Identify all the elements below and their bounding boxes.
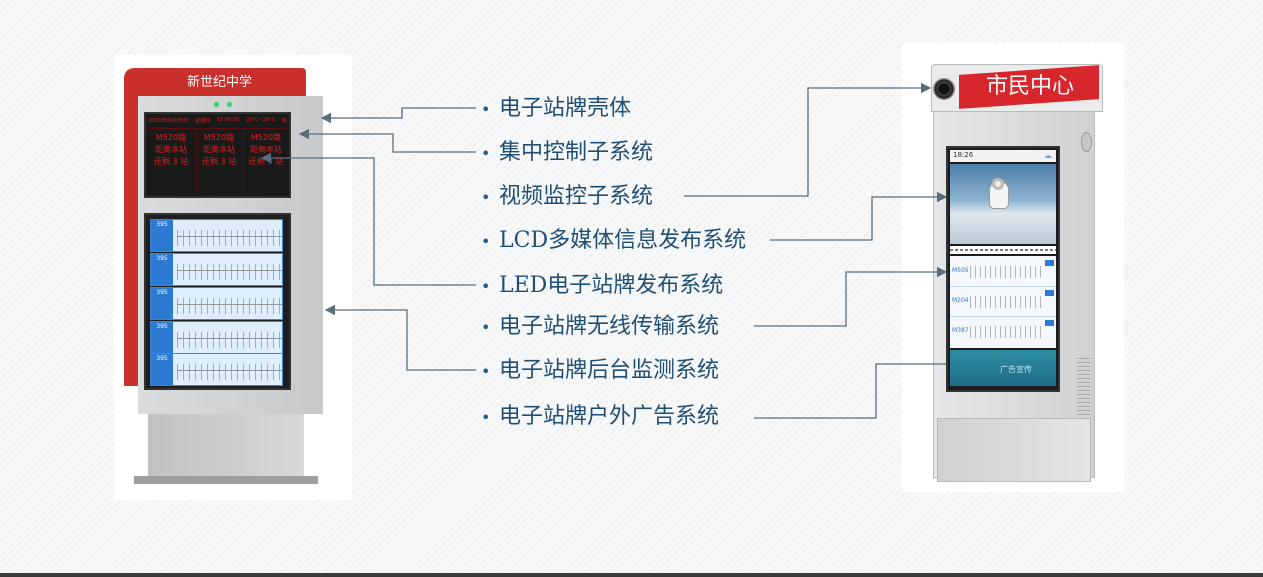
led-time: 15:06:55 — [217, 117, 240, 123]
route-number: 395 — [151, 288, 173, 319]
camera-icon — [933, 78, 955, 100]
route-stops-diagram — [177, 332, 282, 348]
route-stops-diagram — [970, 326, 1044, 338]
route-row: M387 — [950, 318, 1056, 346]
label-text: 集中控制子系统 — [499, 140, 654, 165]
route-badge — [1045, 260, 1054, 266]
lcd-media-display: 18:26 ☁ M505 M204 M387 — [946, 146, 1060, 392]
route-row: 395 — [150, 219, 283, 252]
label-text: 电子站牌户外广告系统 — [499, 404, 720, 429]
route-number: 395 — [151, 322, 173, 353]
led-header-row: 2019年09月05日 星期四 15:06:55 20°C~28°C 晴 — [148, 117, 287, 127]
led-line2: 距离本站 — [250, 145, 282, 154]
led-line2: 距离本站 — [203, 145, 235, 154]
led-route: M520路 — [203, 133, 235, 142]
led-column-3: M520路 距离本站 还剩 3 站 — [243, 132, 288, 192]
bullet-icon: • — [481, 408, 491, 427]
news-ticker — [950, 246, 1056, 254]
label-text: LCD多媒体信息发布系统 — [499, 228, 747, 253]
label-led: • LED电子站牌发布系统 — [481, 274, 723, 299]
bullet-icon: • — [481, 232, 491, 251]
label-text: 电子站牌无线传输系统 — [499, 314, 720, 339]
indicator-light-2 — [227, 102, 232, 107]
video-area — [950, 164, 1056, 244]
route-stops-diagram — [177, 364, 282, 380]
label-control: • 集中控制子系统 — [481, 141, 653, 166]
route-stops-diagram — [177, 298, 282, 314]
header-text: 市民中心 — [985, 74, 1074, 99]
route-badge — [1045, 290, 1054, 296]
route-stops-diagram — [177, 230, 282, 246]
cloud-icon: ☁ — [1044, 151, 1052, 160]
led-route: M520路 — [250, 133, 282, 142]
label-text: 电子站牌后台监测系统 — [499, 358, 720, 383]
led-weather: 晴 — [281, 118, 287, 124]
label-video: • 视频监控子系统 — [481, 185, 653, 210]
led-line3: 还剩 3 站 — [201, 157, 237, 166]
label-ad: • 电子站牌户外广告系统 — [481, 405, 719, 430]
sign-stand — [937, 418, 1091, 482]
led-date: 2019年09月05日 — [148, 118, 189, 124]
bullet-icon: • — [481, 277, 491, 296]
route-row: M204 — [950, 288, 1056, 317]
led-weekday: 星期四 — [195, 118, 211, 124]
route-row: 395 — [150, 353, 283, 386]
side-indicator — [1081, 132, 1092, 152]
bullet-icon: • — [481, 100, 491, 119]
label-text: 视频监控子系统 — [499, 184, 654, 209]
led-display: 2019年09月05日 星期四 15:06:55 20°C~28°C 晴 M52… — [144, 112, 291, 198]
route-badge — [1045, 320, 1054, 326]
indicator-light-1 — [214, 102, 219, 107]
route-stops-diagram — [970, 266, 1044, 278]
label-shell: • 电子站牌壳体 — [481, 97, 631, 122]
route-stops-diagram — [970, 296, 1044, 308]
led-divider — [148, 128, 287, 129]
led-column-1: M520路 距离本站 还剩 3 站 — [149, 132, 193, 192]
bullet-icon: • — [481, 144, 491, 163]
bottom-rule — [0, 573, 1263, 577]
label-wireless: • 电子站牌无线传输系统 — [481, 315, 719, 340]
sign-base — [134, 476, 318, 484]
label-text: LED电子站牌发布系统 — [499, 273, 724, 298]
route-row: 395 — [150, 321, 283, 354]
route-number: M505 — [952, 267, 969, 274]
label-lcd: • LCD多媒体信息发布系统 — [481, 229, 746, 254]
route-number: 395 — [151, 354, 173, 385]
bullet-icon: • — [481, 188, 491, 207]
bullet-icon: • — [481, 318, 491, 337]
led-line3: 还剩 3 站 — [248, 157, 284, 166]
led-column-2: M520路 距离本站 还剩 3 站 — [196, 132, 241, 192]
route-number: 395 — [151, 220, 173, 251]
route-number: M204 — [952, 297, 969, 304]
screen-time: 18:26 — [953, 151, 974, 159]
left-bus-stop-sign: 新世纪中学 2019年09月05日 星期四 15:06:55 20°C~28°C… — [122, 66, 327, 486]
route-panel: M505 M204 M387 — [950, 256, 1056, 348]
led-temp: 20°C~28°C — [246, 117, 276, 123]
ad-banner-text: 广告宣传 — [1000, 365, 1032, 374]
school-name-header: 新世纪中学 — [186, 75, 252, 90]
right-bus-stop-sign: 市民中心 18:26 ☁ M505 M204 M38 — [925, 58, 1105, 488]
led-line3: 还剩 3 站 — [153, 157, 189, 166]
route-number: M387 — [952, 327, 969, 334]
astronaut-helmet — [992, 178, 1004, 190]
led-line2: 距离本站 — [155, 145, 187, 154]
ad-banner: 广告宣传 — [950, 350, 1056, 386]
route-number: 395 — [151, 254, 173, 285]
screen-status-bar: 18:26 ☁ — [950, 150, 1056, 162]
connector-video — [684, 82, 932, 197]
route-stops-diagram — [177, 264, 282, 280]
bullet-icon: • — [481, 362, 491, 381]
route-row: M505 — [950, 258, 1056, 287]
led-route: M520路 — [155, 133, 187, 142]
route-row: 395 — [150, 253, 283, 286]
route-row: 395 — [150, 287, 283, 320]
label-monitor: • 电子站牌后台监测系统 — [481, 359, 719, 384]
label-text: 电子站牌壳体 — [499, 96, 632, 121]
lcd-route-display: 395 395 395 395 395 — [144, 213, 291, 390]
sign-stand — [148, 414, 304, 476]
